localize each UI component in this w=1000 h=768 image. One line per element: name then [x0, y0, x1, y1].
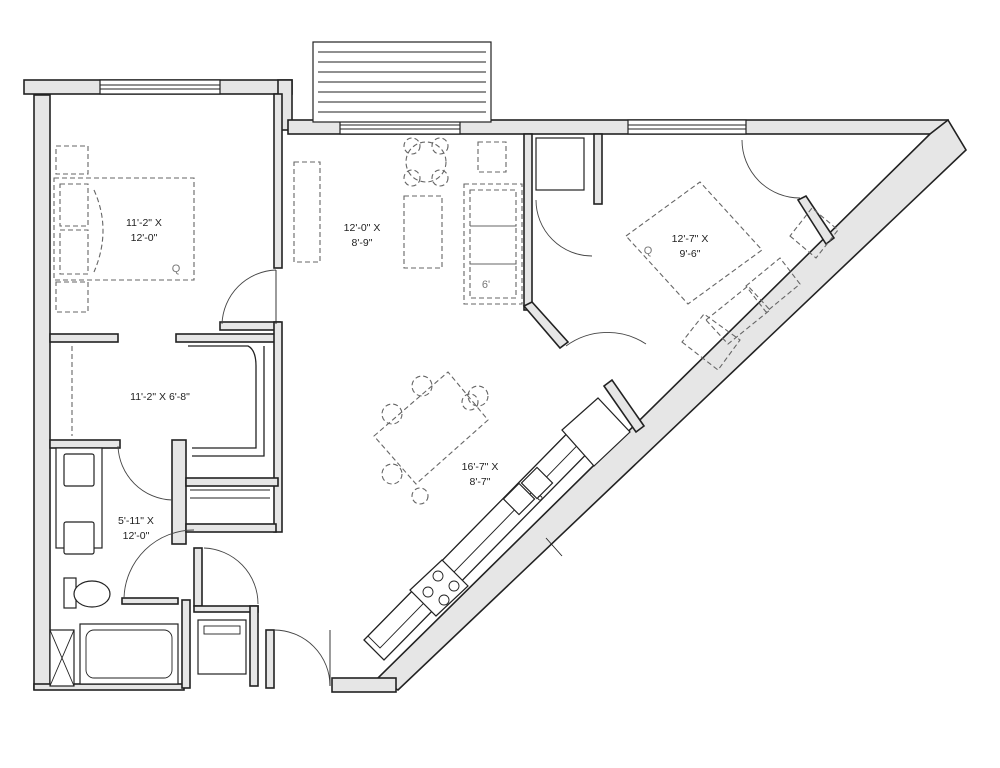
nightstand-2	[681, 313, 741, 371]
hall-closet-wall-b	[185, 523, 277, 533]
pillow-3	[705, 285, 771, 345]
bed-1-label: Q	[172, 263, 181, 275]
sofa-label: 6'	[482, 279, 490, 291]
bedroom-2-furniture: Q 12'-7" X 9'-6"	[535, 137, 839, 371]
kitchen-length: 8'-7"	[470, 476, 491, 488]
living-length: 8'-9"	[352, 237, 373, 249]
kitchen-area: 16'-7" X 8'-7"	[363, 371, 631, 661]
bedroom-1-east-wall	[273, 93, 283, 269]
door-laundry	[203, 547, 259, 605]
bedroom-2-width: 12'-7" X	[672, 233, 709, 245]
closet-cabinet	[535, 137, 585, 191]
living-furniture: 6' 12'-0" X 8'-9"	[293, 137, 523, 305]
pillow-2	[59, 229, 89, 275]
bedroom-2-closet-wall	[593, 133, 603, 205]
door-bedroom-1	[221, 269, 277, 325]
sofa	[463, 183, 523, 305]
pillow-1	[59, 183, 89, 227]
door-swings	[117, 139, 801, 687]
diagonal-wall	[376, 118, 968, 691]
bedroom-2-length: 9'-6"	[680, 248, 701, 260]
nightstand-3	[789, 207, 839, 259]
bathroom-width: 5'-11" X	[118, 515, 154, 527]
kitchen-width: 16'-7" X	[462, 461, 499, 473]
bedroom-1-length: 12'-0"	[131, 232, 158, 244]
side-table-round	[405, 141, 447, 183]
closet-south-wall	[49, 439, 121, 449]
burner-2	[432, 570, 444, 582]
bedroom-1-furniture: Q 11'-2" X 12'-0"	[53, 145, 195, 313]
bedroom-1-south-wall-a	[49, 333, 119, 343]
sink-2	[520, 466, 554, 500]
dining-table	[373, 371, 489, 485]
burner-3	[438, 594, 450, 606]
bedroom-1-door-jamb	[219, 321, 281, 331]
door-bedroom-2	[565, 331, 647, 347]
closet-area: 11'-2" X 6'-8"	[71, 345, 265, 457]
window-bedroom-1	[99, 79, 221, 95]
bedroom-2-west-wall	[523, 133, 533, 311]
door-entry	[273, 629, 331, 687]
balcony-deck	[312, 41, 492, 123]
laundry-east-wall	[249, 605, 259, 687]
laundry-area	[190, 489, 270, 675]
bathroom-length: 12'-0"	[123, 530, 150, 542]
washer-dryer	[197, 619, 247, 675]
sink-1	[502, 482, 536, 516]
bed-2	[625, 181, 763, 305]
bedroom-2-south-wall	[602, 378, 646, 434]
laundry-north-wall	[193, 605, 259, 613]
bed-2-label: Q	[644, 245, 653, 257]
door-bedroom-2-closet	[535, 199, 593, 257]
living-width: 12'-0" X	[344, 222, 381, 234]
coffee-table	[403, 195, 443, 269]
hall-closet-wall-a	[185, 477, 279, 487]
hall-west-wall	[273, 321, 283, 533]
bedroom-1-width: 11'-2" X	[126, 217, 162, 229]
bed-1	[53, 177, 195, 281]
nightstand-bottom	[55, 281, 89, 313]
closet-dims: 11'-2" X 6'-8"	[130, 391, 190, 403]
pillow-4	[745, 257, 801, 313]
media-console	[293, 161, 321, 263]
bath-east-wall	[171, 439, 187, 545]
bath-east-lower	[181, 599, 191, 689]
bath-partition	[121, 597, 179, 605]
bed-1-blanket	[93, 189, 104, 273]
closet-shelf	[188, 345, 257, 449]
door-bath-inner	[123, 529, 195, 599]
windows	[99, 79, 747, 135]
door-bedroom-2-closet-2	[741, 139, 801, 199]
entry-wall	[265, 629, 275, 689]
interior-walls	[49, 93, 836, 689]
window-bedroom-2	[627, 119, 747, 135]
door-bath	[117, 445, 173, 501]
bedroom-2-angle-wall	[522, 301, 570, 350]
south-wall-entry	[331, 677, 397, 693]
side-table-square	[477, 141, 507, 173]
burner-4	[448, 580, 460, 592]
vanity-sink-1	[63, 453, 95, 487]
burner-1	[422, 586, 434, 598]
bedroom-1-south-wall-b	[175, 333, 277, 343]
laundry-west-wall	[193, 547, 203, 607]
vanity-sink-2	[63, 521, 95, 555]
nightstand-top	[55, 145, 89, 175]
toilet-bowl	[73, 580, 111, 608]
stove	[409, 559, 469, 617]
west-wall	[33, 94, 51, 690]
refrigerator	[561, 397, 631, 467]
bedroom-2-east-wall	[796, 194, 836, 246]
bathroom-area: 5'-11" X 12'-0"	[49, 447, 179, 687]
bathtub	[79, 623, 179, 685]
